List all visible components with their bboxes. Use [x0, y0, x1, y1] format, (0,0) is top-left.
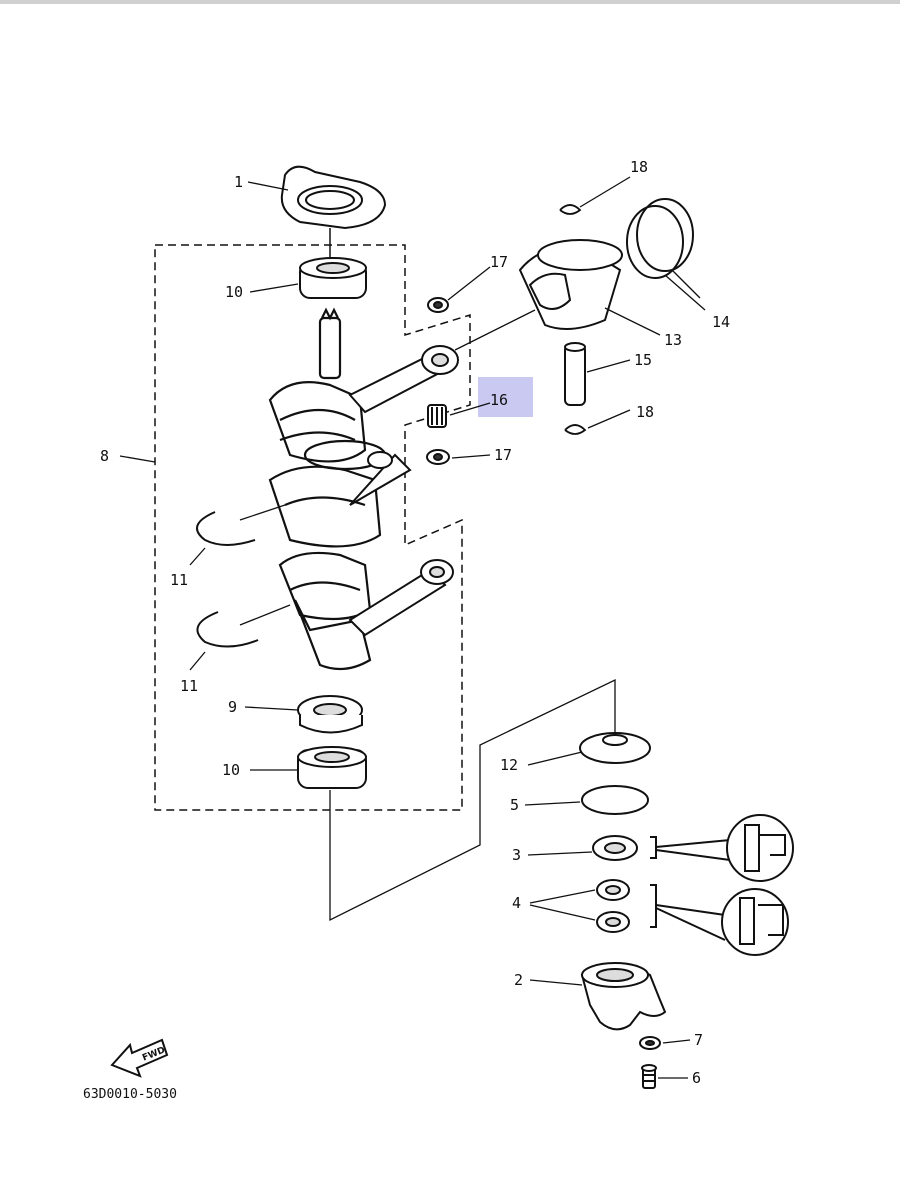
- part-6-bolt: [641, 1064, 657, 1089]
- label-part-12: 12: [500, 756, 518, 774]
- label-part-13: 13: [664, 331, 682, 349]
- part-9-gear: [297, 695, 363, 734]
- part-4-seals: [596, 879, 630, 933]
- highlight-box-16: [478, 377, 533, 417]
- label-part-4: 4: [512, 894, 521, 912]
- label-part-11-lower: 11: [180, 677, 198, 695]
- part-15-piston-pin: [564, 342, 586, 406]
- label-part-10-upper: 10: [225, 283, 243, 301]
- seal-detail-callout-4: [650, 884, 789, 956]
- part-3-seal: [592, 835, 638, 861]
- diagram-code: 63D0010-5030: [83, 1087, 177, 1102]
- part-1-drawing: [280, 165, 387, 230]
- label-part-3: 3: [512, 846, 521, 864]
- lower-bracket-line: [329, 678, 616, 922]
- part-7-washer: [639, 1036, 661, 1050]
- part-11-rings: [196, 511, 259, 648]
- label-part-5: 5: [510, 796, 519, 814]
- part-10-lower-bearing: [297, 746, 367, 789]
- part-16-needle-bearing: [427, 404, 447, 428]
- label-part-6: 6: [692, 1069, 701, 1087]
- crankshaft-drawing: [268, 307, 387, 671]
- label-part-8: 8: [100, 447, 109, 465]
- label-part-1: 1: [234, 173, 243, 191]
- dashed-group-outline: [154, 244, 471, 811]
- label-part-14: 14: [712, 313, 730, 331]
- leader-lines: [119, 176, 706, 1079]
- part-12-plate: [579, 732, 651, 764]
- label-part-10-lower: 10: [222, 761, 240, 779]
- part-5-oring: [581, 785, 649, 815]
- label-part-11-upper: 11: [170, 571, 188, 589]
- seal-detail-callout-3: [650, 814, 794, 882]
- fwd-arrow-icon: [110, 1038, 169, 1078]
- part-2-housing: [580, 962, 667, 1031]
- label-part-17-lower: 17: [494, 446, 512, 464]
- part-13-piston: [518, 239, 623, 330]
- label-part-15: 15: [634, 351, 652, 369]
- label-part-18-upper: 18: [630, 158, 648, 176]
- part-14-piston-rings: [626, 198, 694, 279]
- label-part-7: 7: [694, 1031, 703, 1049]
- part-10-upper-bearing: [299, 257, 367, 299]
- label-part-16: 16: [490, 391, 508, 409]
- leader-11b-ring: [239, 604, 291, 626]
- label-part-9: 9: [228, 698, 237, 716]
- part-18-clips: [559, 204, 587, 435]
- label-part-2: 2: [514, 971, 523, 989]
- top-border: [0, 0, 900, 4]
- connecting-rods: [348, 345, 459, 637]
- part-17-washers: [426, 297, 450, 465]
- label-part-17-upper: 17: [490, 253, 508, 271]
- label-part-18-lower: 18: [636, 403, 654, 421]
- leader-11a-ring: [239, 504, 286, 521]
- leader-conrod-piston: [454, 309, 536, 351]
